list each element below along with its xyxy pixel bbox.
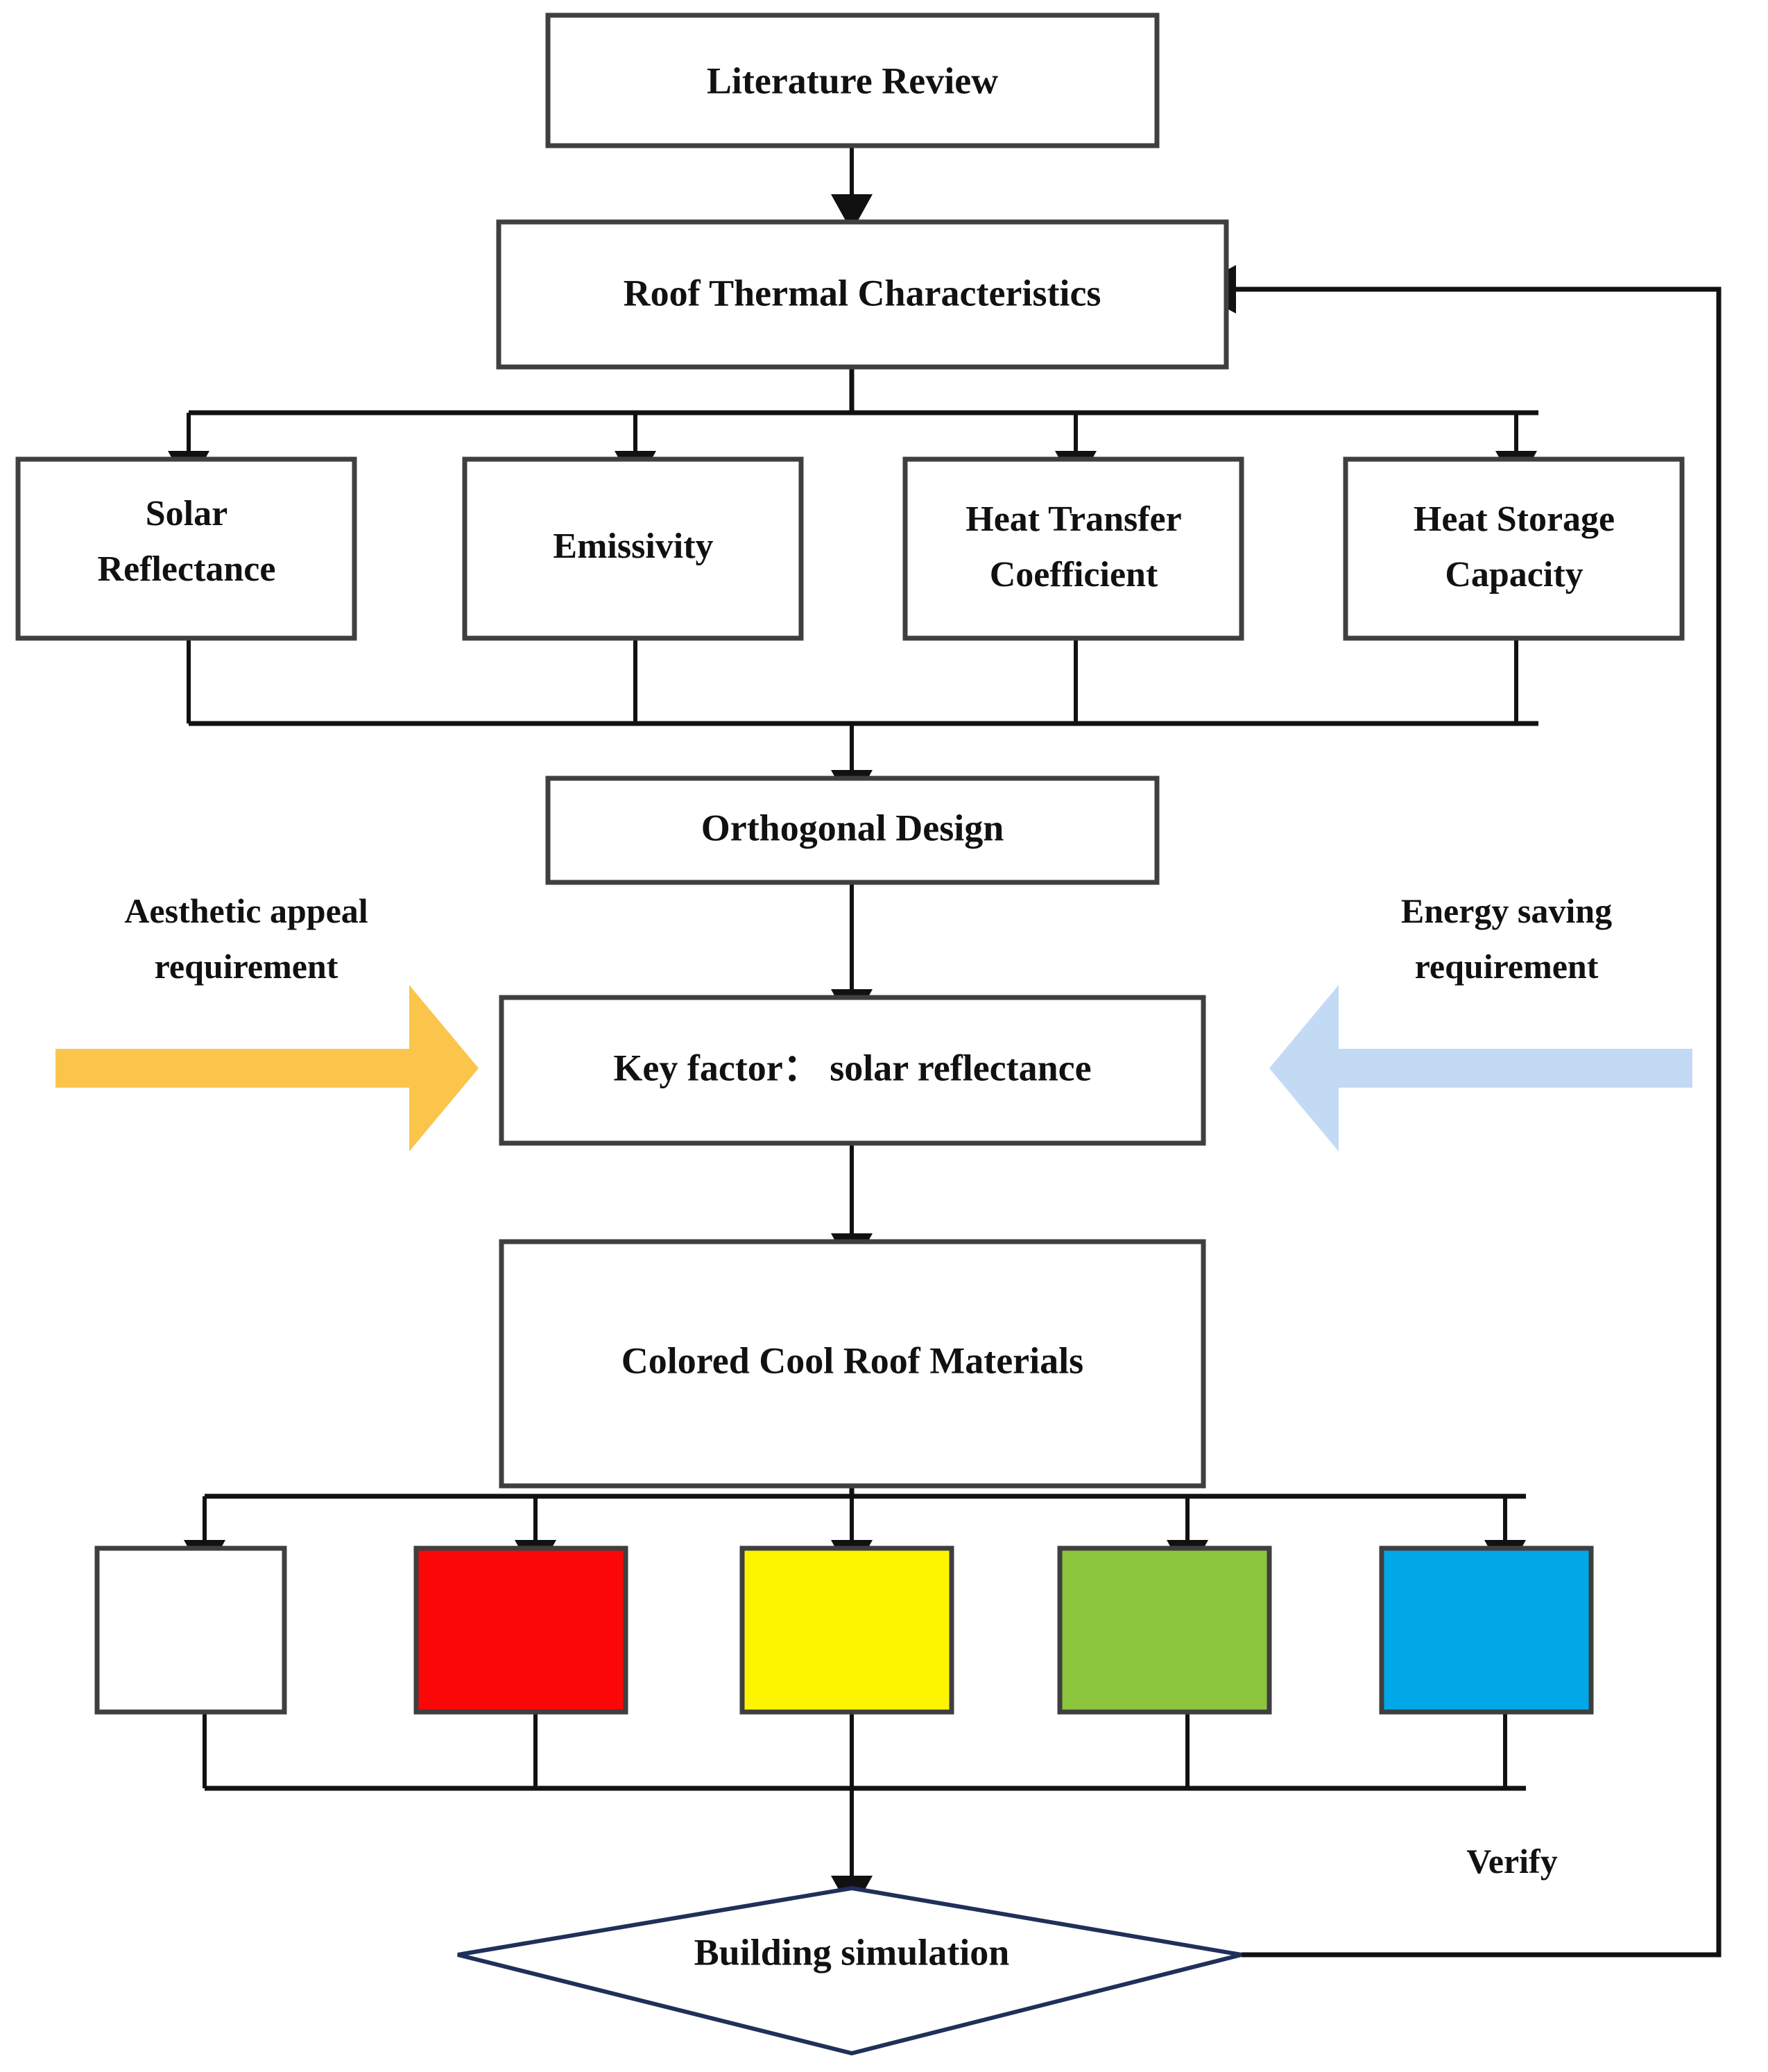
swatch-red[interactable] xyxy=(413,1546,628,1715)
node-orthogonal-design[interactable]: Orthogonal Design xyxy=(545,776,1160,885)
edge-verify-feedback xyxy=(1192,265,1722,1958)
swatch-blue[interactable] xyxy=(1379,1546,1594,1715)
node-heat-transfer-coefficient-label-2: Coefficient xyxy=(990,555,1158,594)
node-solar-reflectance-label-2: Reflectance xyxy=(98,549,276,589)
node-building-simulation-label: Building simulation xyxy=(694,1931,1010,1973)
node-heat-storage-capacity-label-1: Heat Storage xyxy=(1414,499,1615,539)
swatch-white[interactable] xyxy=(94,1546,287,1715)
node-heat-storage-capacity-label-2: Capacity xyxy=(1445,555,1583,594)
energy-saving-label-2: requirement xyxy=(1415,947,1599,986)
node-literature-review-label: Literature Review xyxy=(707,60,998,101)
node-heat-storage-capacity[interactable]: Heat Storage Capacity xyxy=(1343,456,1685,641)
node-literature-review[interactable]: Literature Review xyxy=(545,12,1160,148)
node-key-factor[interactable]: Key factor： solar reflectance xyxy=(499,995,1206,1146)
node-solar-reflectance[interactable]: Solar Reflectance xyxy=(15,456,357,641)
node-colored-cool-roof-materials-label: Colored Cool Roof Materials xyxy=(621,1339,1083,1381)
verify-edge-label: Verify xyxy=(1466,1842,1557,1881)
swatch-yellow[interactable] xyxy=(739,1546,954,1715)
node-roof-thermal-characteristics-label: Roof Thermal Characteristics xyxy=(624,272,1101,314)
node-solar-reflectance-label-1: Solar xyxy=(146,494,228,533)
node-heat-transfer-coefficient[interactable]: Heat Transfer Coefficient xyxy=(902,456,1244,641)
aesthetic-appeal-label-2: requirement xyxy=(155,947,338,986)
node-colored-cool-roof-materials[interactable]: Colored Cool Roof Materials xyxy=(499,1239,1206,1489)
node-emissivity[interactable]: Emissivity xyxy=(462,456,804,641)
energy-saving-label-1: Energy saving xyxy=(1401,891,1612,930)
aesthetic-appeal-arrow xyxy=(55,985,479,1151)
node-orthogonal-design-label: Orthogonal Design xyxy=(701,807,1004,848)
node-key-factor-label: Key factor： solar reflectance xyxy=(613,1047,1091,1088)
node-roof-thermal-characteristics[interactable]: Roof Thermal Characteristics xyxy=(496,219,1229,370)
node-building-simulation[interactable]: Building simulation xyxy=(457,1885,1242,2056)
energy-saving-arrow xyxy=(1269,985,1692,1151)
node-heat-transfer-coefficient-label-1: Heat Transfer xyxy=(965,499,1181,539)
node-emissivity-label: Emissivity xyxy=(553,526,713,566)
aesthetic-appeal-label-1: Aesthetic appeal xyxy=(124,891,368,930)
swatch-green[interactable] xyxy=(1057,1546,1272,1715)
